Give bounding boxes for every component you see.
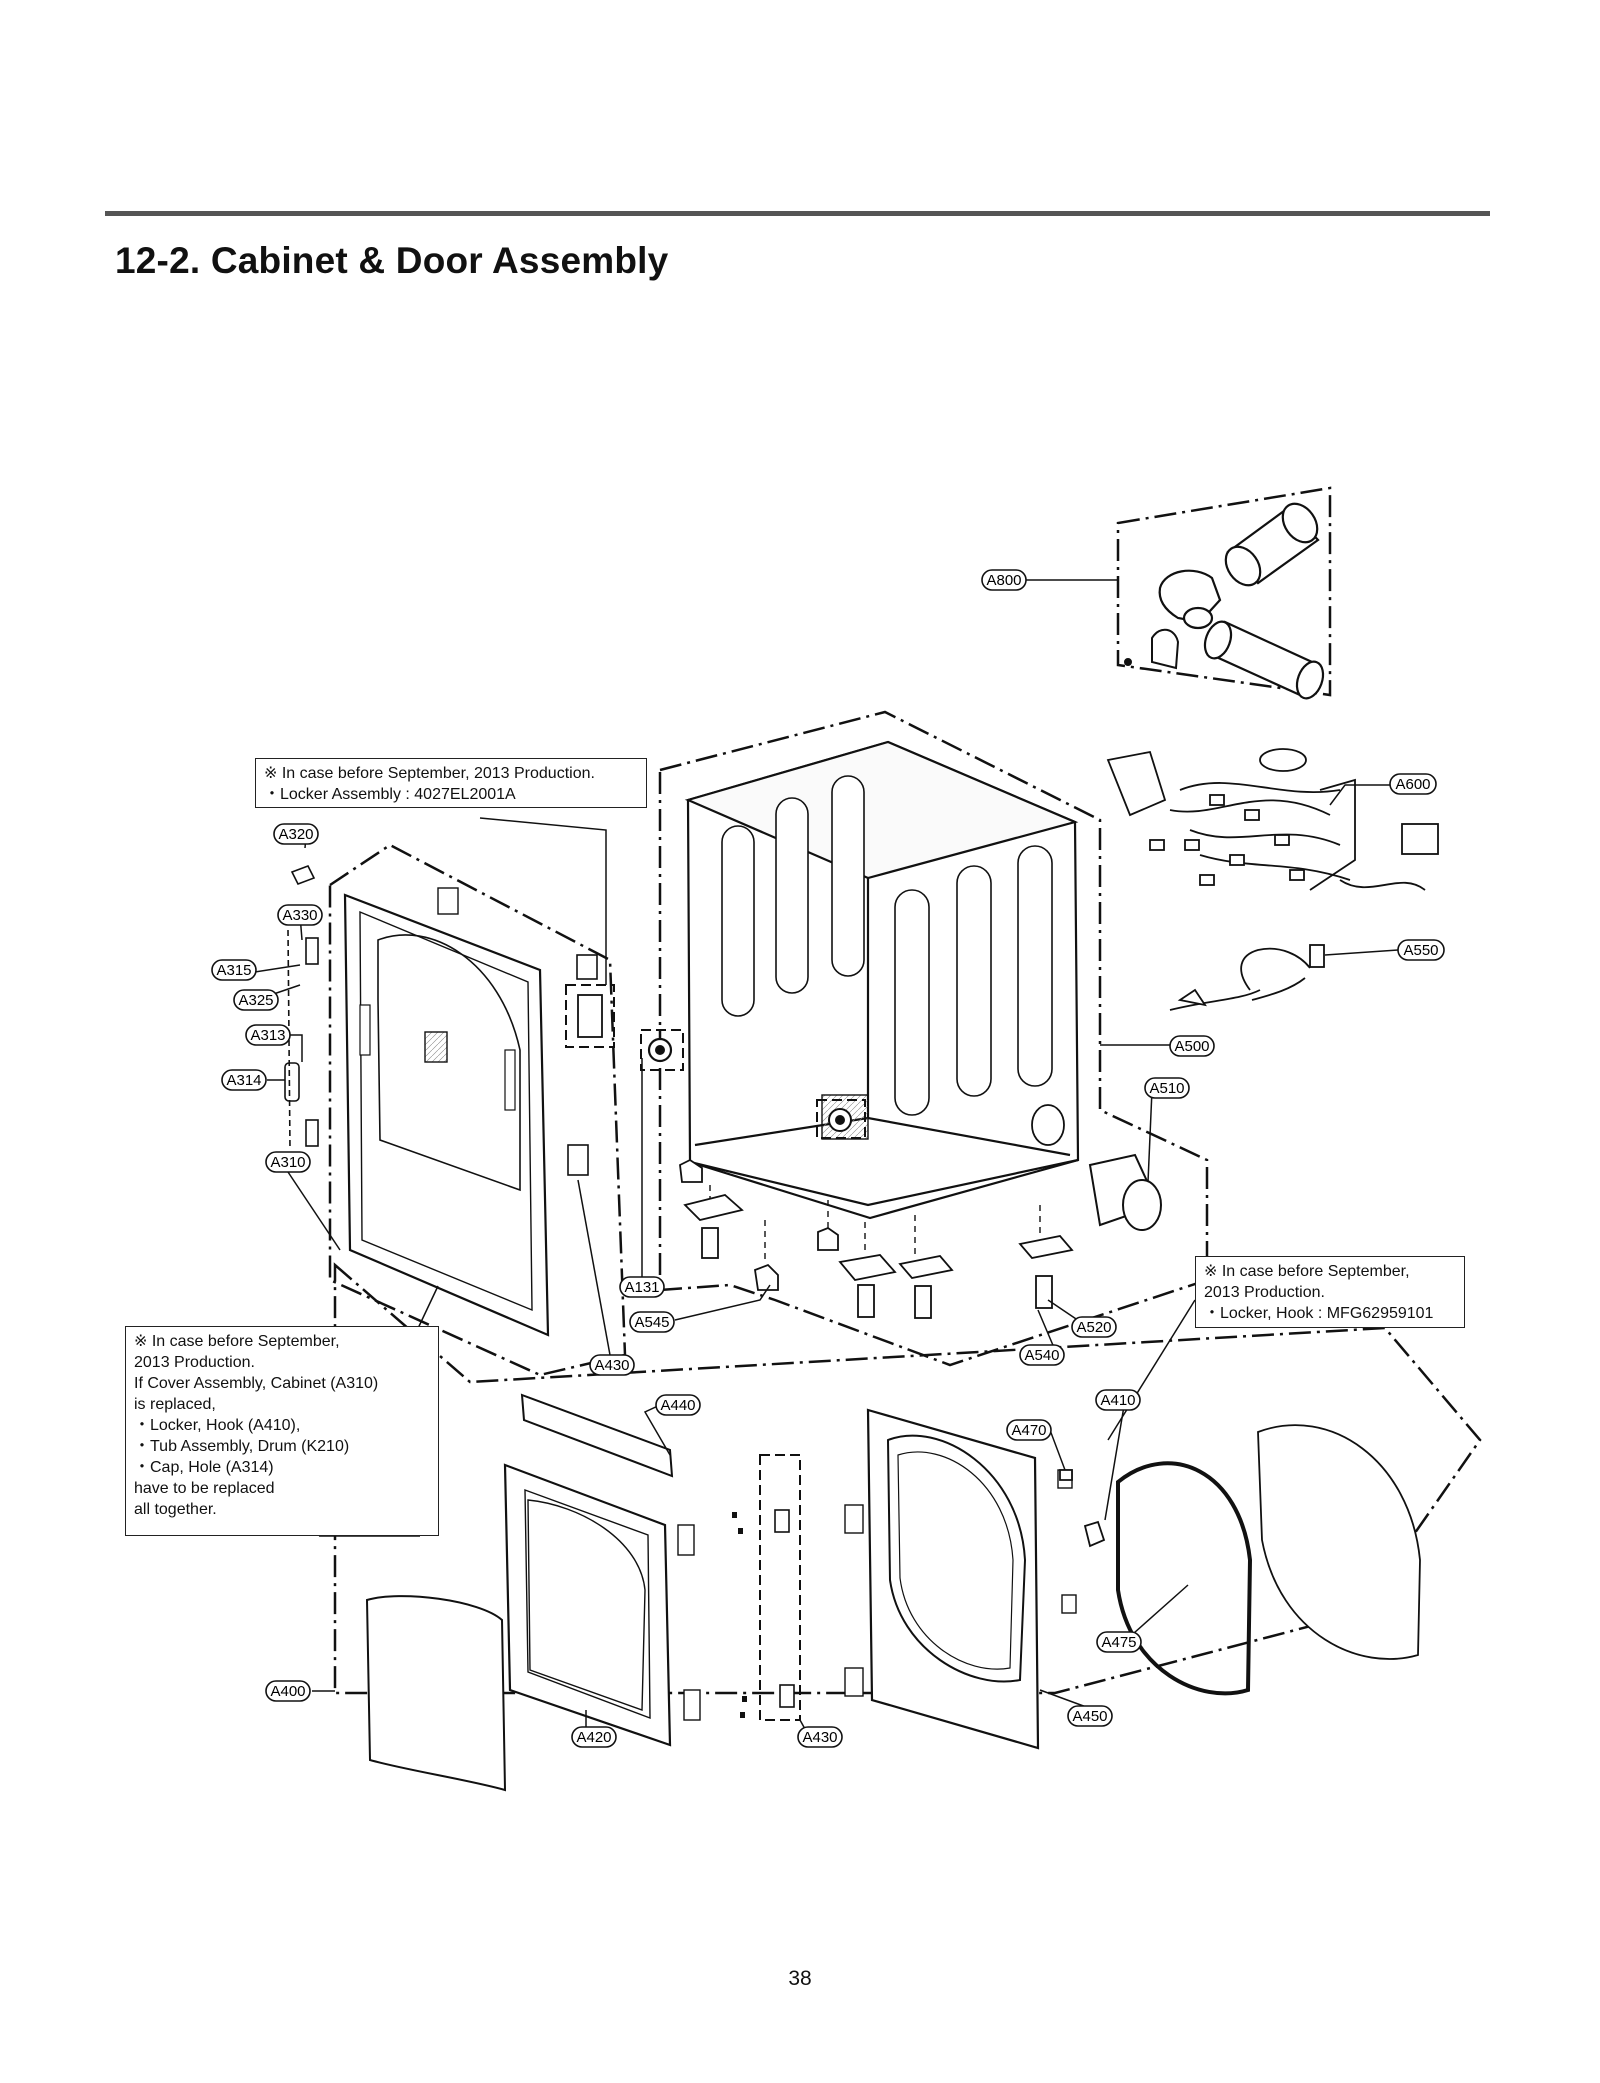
- wire-harness-a600: [1106, 748, 1439, 891]
- svg-text:A320: A320: [278, 826, 313, 843]
- door-frame-a420: [503, 1463, 701, 1747]
- note-line: ・Tub Assembly, Drum (K210): [134, 1438, 350, 1455]
- cabinet-cover-a310: [343, 887, 550, 1337]
- note-line: have to be replaced: [134, 1480, 275, 1497]
- note-line: 2013 Production.: [134, 1354, 255, 1371]
- svg-text:A310: A310: [270, 1154, 305, 1171]
- svg-text:A325: A325: [238, 992, 273, 1009]
- callout-a131: A131: [619, 1276, 665, 1298]
- door-glass-window: [1257, 1424, 1421, 1660]
- door-hinge-strip: [732, 1454, 801, 1721]
- note-cover-assembly: ※ In case before September, 2013 Product…: [125, 1326, 439, 1536]
- locker-hook-a410: [1059, 1469, 1106, 1548]
- callout-a540: A540: [1019, 1344, 1065, 1366]
- callout-a314: A314: [221, 1069, 267, 1091]
- note-line: ※ In case before September, 2013 Product…: [264, 765, 595, 782]
- callout-a400: A400: [265, 1680, 311, 1702]
- note-line: If Cover Assembly, Cabinet (A310): [134, 1375, 379, 1392]
- callout-a475: A475: [1096, 1631, 1142, 1653]
- callout-a420: A420: [571, 1726, 617, 1748]
- callout-a600: A600: [1389, 773, 1437, 795]
- svg-text:A600: A600: [1395, 776, 1430, 793]
- callout-a470: A470: [1006, 1419, 1052, 1441]
- svg-text:A475: A475: [1101, 1634, 1136, 1651]
- svg-text:A400: A400: [270, 1683, 305, 1700]
- callout-a545: A545: [629, 1311, 675, 1333]
- callout-a510: A510: [1144, 1077, 1190, 1099]
- svg-text:A410: A410: [1100, 1392, 1135, 1409]
- note-line: ・Locker, Hook : MFG62959101: [1204, 1305, 1434, 1322]
- inner-door-a450: [844, 1408, 1077, 1750]
- cabinet-body: [684, 740, 1080, 1220]
- svg-text:A131: A131: [624, 1279, 659, 1296]
- callout-a800: A800: [981, 569, 1027, 591]
- callout-a520: A520: [1071, 1316, 1117, 1338]
- duct-elbow: [1158, 569, 1222, 630]
- svg-text:A470: A470: [1011, 1422, 1046, 1439]
- duct-kit-group: [1116, 486, 1332, 697]
- svg-text:A430: A430: [594, 1357, 629, 1374]
- power-cord-a550: [1169, 944, 1325, 1011]
- header-rule: [105, 211, 1490, 216]
- svg-text:A430: A430: [802, 1729, 837, 1746]
- door-trim-a440: [520, 1393, 674, 1478]
- callout-a410: A410: [1095, 1389, 1141, 1411]
- note-line: ※ In case before September,: [1204, 1263, 1410, 1280]
- callout-a430-top: A430: [589, 1354, 635, 1376]
- svg-text:A440: A440: [660, 1397, 695, 1414]
- duct-pipe-lower: [1203, 620, 1325, 700]
- callout-a315: A315: [211, 959, 257, 981]
- svg-text:A315: A315: [216, 962, 251, 979]
- svg-text:A500: A500: [1174, 1038, 1209, 1055]
- callout-a550: A550: [1397, 939, 1445, 961]
- duct-bracket: [1124, 628, 1180, 670]
- note-line: ・Cap, Hole (A314): [134, 1459, 274, 1476]
- svg-text:A800: A800: [986, 572, 1021, 589]
- exhaust-duct: [1088, 1153, 1162, 1231]
- svg-text:A330: A330: [282, 907, 317, 924]
- cabinet-feet: [679, 1158, 1074, 1319]
- callout-a440: A440: [655, 1394, 701, 1416]
- cover-small-parts: [284, 864, 319, 1151]
- locker-assembly: [565, 954, 615, 1176]
- svg-text:A545: A545: [634, 1314, 669, 1331]
- note-line: is replaced,: [134, 1396, 216, 1413]
- callout-a330: A330: [277, 904, 323, 926]
- note-locker-assembly: ※ In case before September, 2013 Product…: [255, 758, 647, 808]
- svg-text:A520: A520: [1076, 1319, 1111, 1336]
- leg-guides: [709, 1185, 1041, 1262]
- door-panel: [365, 1595, 507, 1792]
- svg-text:A313: A313: [250, 1027, 285, 1044]
- leader-lines: [241, 579, 1399, 1739]
- note-line: ※ In case before September,: [134, 1333, 340, 1350]
- note-line: all together.: [134, 1501, 217, 1518]
- callout-a310: A310: [265, 1151, 311, 1173]
- note-line: 2013 Production.: [1204, 1284, 1325, 1301]
- svg-text:A510: A510: [1149, 1080, 1184, 1097]
- bracket-a131: [640, 1029, 684, 1071]
- callout-a325: A325: [233, 989, 279, 1011]
- svg-text:A540: A540: [1024, 1347, 1059, 1364]
- note-locker-hook: ※ In case before September, 2013 Product…: [1195, 1256, 1465, 1328]
- callout-a500: A500: [1169, 1035, 1215, 1057]
- svg-text:A314: A314: [226, 1072, 261, 1089]
- svg-text:A420: A420: [576, 1729, 611, 1746]
- duct-pipe-upper: [1224, 502, 1320, 587]
- note-line: ・Locker Assembly : 4027EL2001A: [264, 786, 516, 803]
- motor-bracket: [816, 1099, 866, 1139]
- callout-a450: A450: [1067, 1705, 1113, 1727]
- part-callouts: A800 A600 A550 A500 A510 A320 A330 A315 …: [211, 569, 1445, 1748]
- callout-a313: A313: [245, 1024, 291, 1046]
- note-line: ・Locker, Hook (A410),: [134, 1417, 301, 1434]
- svg-text:A550: A550: [1403, 942, 1438, 959]
- svg-text:A450: A450: [1072, 1708, 1107, 1725]
- callout-a320: A320: [273, 823, 319, 845]
- callout-a430-bottom: A430: [797, 1726, 843, 1748]
- page-title: 12-2. Cabinet & Door Assembly: [115, 240, 669, 281]
- page-number: 38: [788, 1967, 812, 1990]
